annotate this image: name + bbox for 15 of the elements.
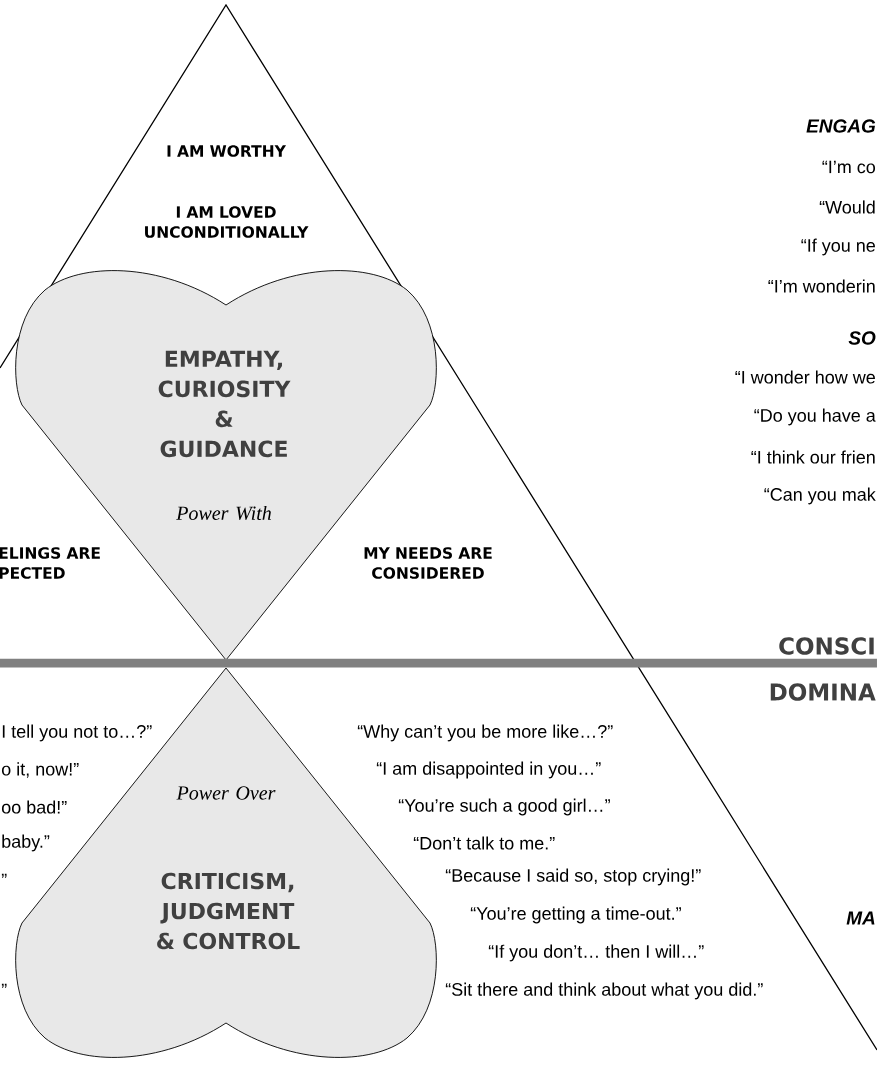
quote-text: “I wonder how we — [735, 370, 875, 384]
quote-text: “Would — [819, 200, 875, 214]
zone-heading: DOMINA — [770, 683, 876, 701]
quote-text: “If you don’t… then I will…” — [488, 944, 704, 962]
section-heading: MA — [846, 911, 875, 925]
quote-text: “If you ne — [801, 238, 875, 256]
quote-text: “I’m wonderin — [768, 279, 875, 293]
quote-text: “Do you have a — [754, 408, 876, 426]
quote-text: “I think our frien — [751, 450, 875, 464]
zone-heading: CONSCI — [779, 637, 874, 655]
quote-text: “You’re getting a time-out.” — [470, 906, 681, 924]
section-heading: SO — [848, 331, 876, 345]
quote-text: “Can you mak — [764, 487, 876, 505]
section-heading: ENGAG — [806, 119, 876, 133]
quote-text: “I’m co — [822, 160, 876, 174]
